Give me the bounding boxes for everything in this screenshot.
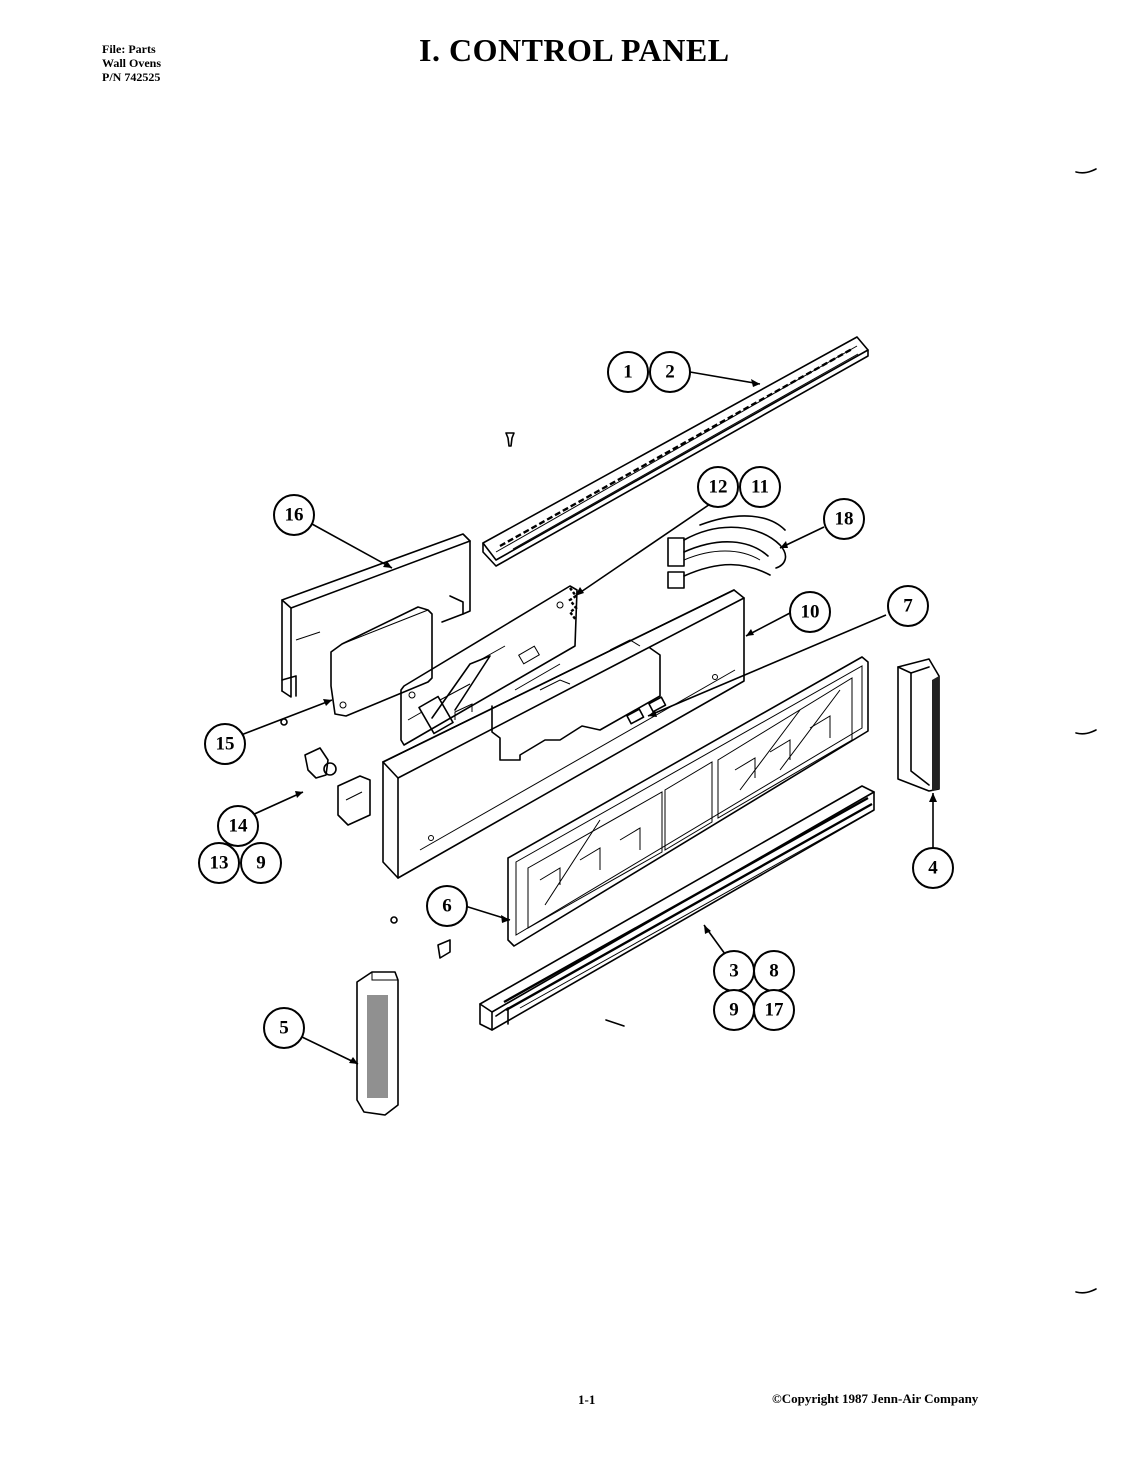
switch-part xyxy=(304,747,337,779)
right-end-cap xyxy=(897,658,940,792)
svg-text:13: 13 xyxy=(210,853,229,874)
scan-marks xyxy=(1075,168,1097,1294)
callout-17: 17 xyxy=(753,989,795,1031)
svg-text:2: 2 xyxy=(665,362,675,383)
top-trim-strip xyxy=(482,336,869,567)
svg-text:9: 9 xyxy=(256,853,266,874)
leader-lines xyxy=(240,371,937,1065)
callout-12: 12 xyxy=(697,466,739,508)
svg-text:5: 5 xyxy=(279,1018,289,1039)
clip-part xyxy=(337,775,371,826)
svg-text:11: 11 xyxy=(751,477,769,498)
file-info-line-1: File: Parts xyxy=(102,42,156,56)
file-info-line-2: Wall Ovens xyxy=(102,56,162,70)
circuit-board xyxy=(400,585,578,746)
callout-7: 7 xyxy=(887,585,929,627)
callout-8: 8 xyxy=(753,950,795,992)
callout-10: 10 xyxy=(789,591,831,633)
callout-15: 15 xyxy=(204,723,246,765)
screw-small-3 xyxy=(437,939,451,959)
file-info: File: Parts Wall Ovens P/N 742525 xyxy=(102,42,161,84)
svg-text:8: 8 xyxy=(769,961,779,982)
svg-text:18: 18 xyxy=(835,509,854,530)
callout-5: 5 xyxy=(263,1007,305,1049)
screw-top xyxy=(505,432,515,447)
svg-text:16: 16 xyxy=(285,505,304,526)
svg-text:7: 7 xyxy=(903,596,913,617)
svg-text:10: 10 xyxy=(801,602,820,623)
callout-9-a: 9 xyxy=(240,842,282,884)
svg-text:3: 3 xyxy=(729,961,739,982)
copyright-notice: ©Copyright 1987 Jenn-Air Company xyxy=(772,1391,979,1406)
page-number: 1-1 xyxy=(578,1392,596,1407)
callout-4: 4 xyxy=(912,847,954,889)
callout-3: 3 xyxy=(713,950,755,992)
bottom-channel xyxy=(479,785,875,1031)
callout-1: 1 xyxy=(607,351,649,393)
callout-13: 13 xyxy=(198,842,240,884)
callout-18: 18 xyxy=(823,498,865,540)
screw-small-2 xyxy=(390,916,398,924)
callout-16: 16 xyxy=(273,494,315,536)
callout-2: 2 xyxy=(649,351,691,393)
svg-text:9: 9 xyxy=(729,1000,739,1021)
pin-small xyxy=(605,1019,625,1027)
left-end-cap xyxy=(356,971,399,1116)
wiring-harness xyxy=(667,515,787,589)
callout-9-b: 9 xyxy=(713,989,755,1031)
left-bracket xyxy=(281,533,471,698)
svg-text:1: 1 xyxy=(623,362,633,383)
svg-text:17: 17 xyxy=(765,1000,785,1021)
svg-text:15: 15 xyxy=(216,734,235,755)
page-title: I. CONTROL PANEL xyxy=(419,32,730,68)
svg-text:14: 14 xyxy=(229,816,249,837)
callout-6: 6 xyxy=(426,885,468,927)
file-info-line-3: P/N 742525 xyxy=(102,70,161,84)
control-panel-frame xyxy=(382,589,745,879)
mounting-plate xyxy=(330,606,433,717)
svg-text:6: 6 xyxy=(442,896,452,917)
control-glass-panel xyxy=(507,656,869,947)
svg-text:4: 4 xyxy=(928,858,938,879)
callout-11: 11 xyxy=(739,466,781,508)
callout-14: 14 xyxy=(217,805,259,847)
svg-text:12: 12 xyxy=(709,477,728,498)
